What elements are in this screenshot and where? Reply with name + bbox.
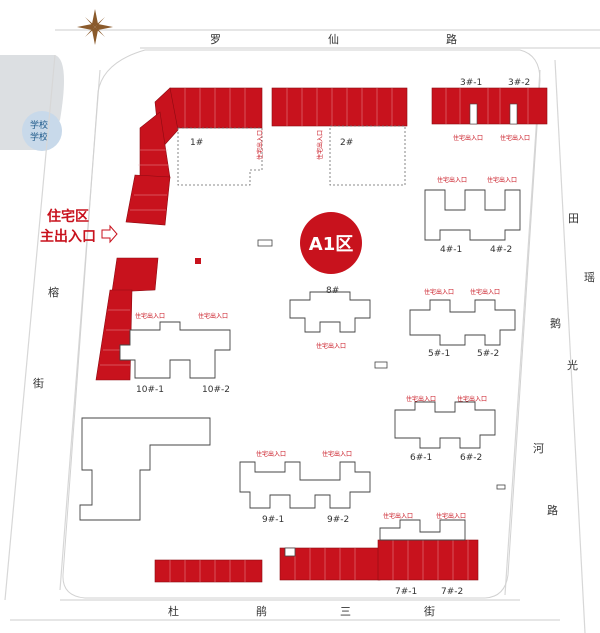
- road-north-char-3: 路: [446, 33, 457, 46]
- building-label-4-2: 4#-2: [490, 245, 512, 255]
- building-label-3-1: 3#-1: [460, 78, 482, 88]
- road-south-char-1: 杜: [168, 604, 179, 618]
- building-4-outline: [424, 189, 521, 241]
- entry-label-b1: 住宅出入口: [256, 130, 264, 160]
- building-label-6-1: 6#-1: [410, 453, 432, 463]
- building-label-7-1: 7#-1: [395, 587, 417, 597]
- shop-unit-lines: [100, 88, 529, 582]
- entry-label-b4-2: 住宅出入口: [487, 176, 517, 184]
- small-structure-2: [374, 361, 388, 369]
- road-east-char-3: 鹅: [550, 316, 561, 330]
- building-label-9-1: 9#-1: [262, 515, 284, 525]
- building-10-outline: [119, 321, 231, 379]
- entry-label-b3-2: 住宅出入口: [500, 134, 530, 142]
- entry-label-b10-1: 住宅出入口: [135, 312, 165, 320]
- shop-block-b2: [271, 87, 408, 127]
- site-boundary: [62, 49, 541, 599]
- road-east-char-5: 河: [533, 442, 544, 455]
- building-label-7-2: 7#-2: [441, 587, 463, 597]
- building-8-outline: [289, 291, 371, 333]
- main-entrance-line-2: 主出入口: [40, 228, 96, 245]
- arrow-right-icon: [101, 224, 118, 244]
- building-5-outline: [409, 299, 516, 346]
- entry-label-b7-1: 住宅出入口: [383, 512, 413, 520]
- road-north-char-2: 仙: [328, 33, 339, 46]
- entry-label-b6-2: 住宅出入口: [457, 395, 487, 403]
- entry-label-b5-1: 住宅出入口: [424, 288, 454, 296]
- shop-gap-b3-1: [469, 103, 478, 125]
- zone-label: A1区: [309, 234, 353, 255]
- school-label-1: 学校: [30, 119, 48, 131]
- entry-label-b3-1: 住宅出入口: [453, 134, 483, 142]
- shop-block-b3: [431, 87, 548, 125]
- road-east-char-6: 路: [547, 504, 558, 517]
- building-large-outline: [79, 417, 211, 521]
- road-south-char-2: 鹃: [256, 604, 267, 618]
- entry-label-b7-2: 住宅出入口: [436, 512, 466, 520]
- building-label-5-1: 5#-1: [428, 349, 450, 359]
- road-west-char-2: 街: [33, 376, 44, 390]
- entry-label-b9-1: 住宅出入口: [256, 450, 286, 458]
- entry-label-b10-2: 住宅出入口: [198, 312, 228, 320]
- road-east-inner: [504, 69, 541, 596]
- road-south-char-4: 街: [424, 604, 435, 618]
- road-east-char-1: 田: [568, 212, 579, 225]
- entry-label-b2: 住宅出入口: [316, 130, 324, 160]
- zone-badge: [300, 212, 362, 274]
- road-east-char-4: 光: [567, 358, 578, 372]
- shop-block-south-west: [154, 559, 263, 583]
- road-west: [4, 54, 56, 601]
- building-6-outline: [394, 401, 496, 449]
- building-1-outline: [177, 127, 263, 186]
- main-entrance-line-1: 住宅区: [47, 208, 89, 225]
- road-east-char-2: 瑶: [584, 271, 595, 284]
- building-label-9-2: 9#-2: [327, 515, 349, 525]
- building-9-outline: [239, 461, 371, 509]
- entry-label-b9-2: 住宅出入口: [322, 450, 352, 458]
- entry-label-b5-2: 住宅出入口: [470, 288, 500, 296]
- road-south-char-3: 三: [340, 605, 351, 618]
- school-label-2: 学校: [30, 131, 48, 143]
- compass-rose-icon: [77, 9, 113, 45]
- building-label-4-1: 4#-1: [440, 245, 462, 255]
- entry-label-b4-1: 住宅出入口: [437, 176, 467, 184]
- road-west-char-1: 榕: [48, 285, 59, 299]
- road-east: [554, 59, 586, 633]
- school-badge: [22, 111, 62, 151]
- building-label-8: 8#: [326, 286, 339, 296]
- small-structure-3: [195, 258, 201, 264]
- building-label-5-2: 5#-2: [477, 349, 499, 359]
- building-label-3-2: 3#-2: [508, 78, 530, 88]
- shop-block-b1: [125, 87, 263, 226]
- entry-label-b6-1: 住宅出入口: [406, 395, 436, 403]
- small-structure-5: [284, 547, 296, 557]
- building-2-outline: [329, 125, 406, 186]
- shop-gap-b3-2: [509, 103, 518, 125]
- building-label-1: 1#: [190, 138, 203, 148]
- small-structure-1: [257, 239, 273, 247]
- building-label-10-1: 10#-1: [136, 385, 164, 395]
- small-structure-4: [496, 484, 506, 490]
- road-north-char-1: 罗: [210, 33, 221, 46]
- building-label-2: 2#: [340, 138, 353, 148]
- entry-label-b8: 住宅出入口: [316, 342, 346, 350]
- building-label-10-2: 10#-2: [202, 385, 230, 395]
- shop-block-b7: [279, 539, 479, 581]
- building-label-6-2: 6#-2: [460, 453, 482, 463]
- building-7-outline: [379, 519, 466, 541]
